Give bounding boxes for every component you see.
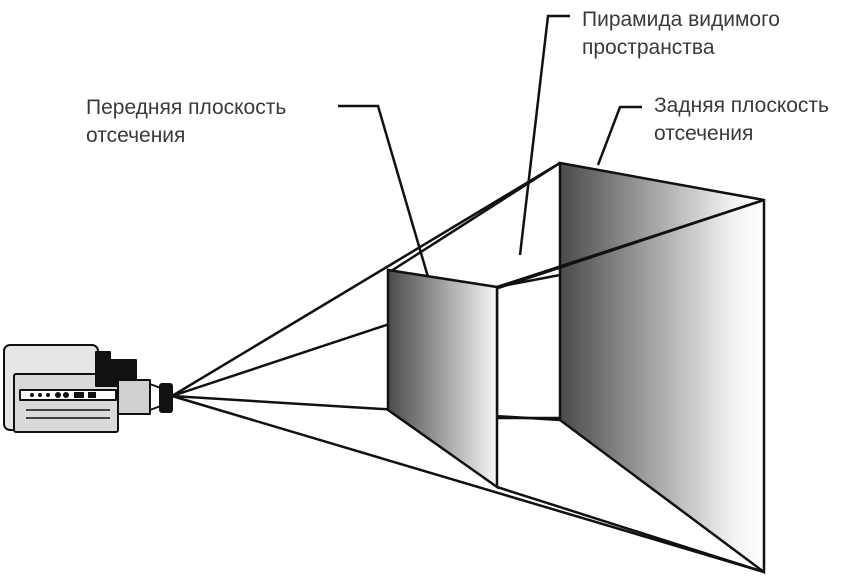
frustum-label: Пирамида видимого пространства xyxy=(582,6,780,62)
label-leader-lines xyxy=(338,14,642,278)
far-clipping-plane xyxy=(558,161,766,575)
near-clipping-plane xyxy=(386,268,499,490)
video-camera-icon xyxy=(3,344,173,433)
far-plane-label-line1: Задняя плоскость xyxy=(654,94,829,117)
near-plane-label-line2: отсечения xyxy=(86,124,186,147)
frustum-label-line1: Пирамида видимого xyxy=(582,8,780,31)
near-plane-label-line1: Передняя плоскость xyxy=(86,96,287,119)
far-plane-label-line2: отсечения xyxy=(654,122,754,145)
frustum-inner-edges xyxy=(495,273,561,420)
frustum-label-line2: пространства xyxy=(582,36,715,59)
far-plane-label: Задняя плоскость отсечения xyxy=(654,92,829,148)
near-plane-label: Передняя плоскость отсечения xyxy=(86,94,286,150)
